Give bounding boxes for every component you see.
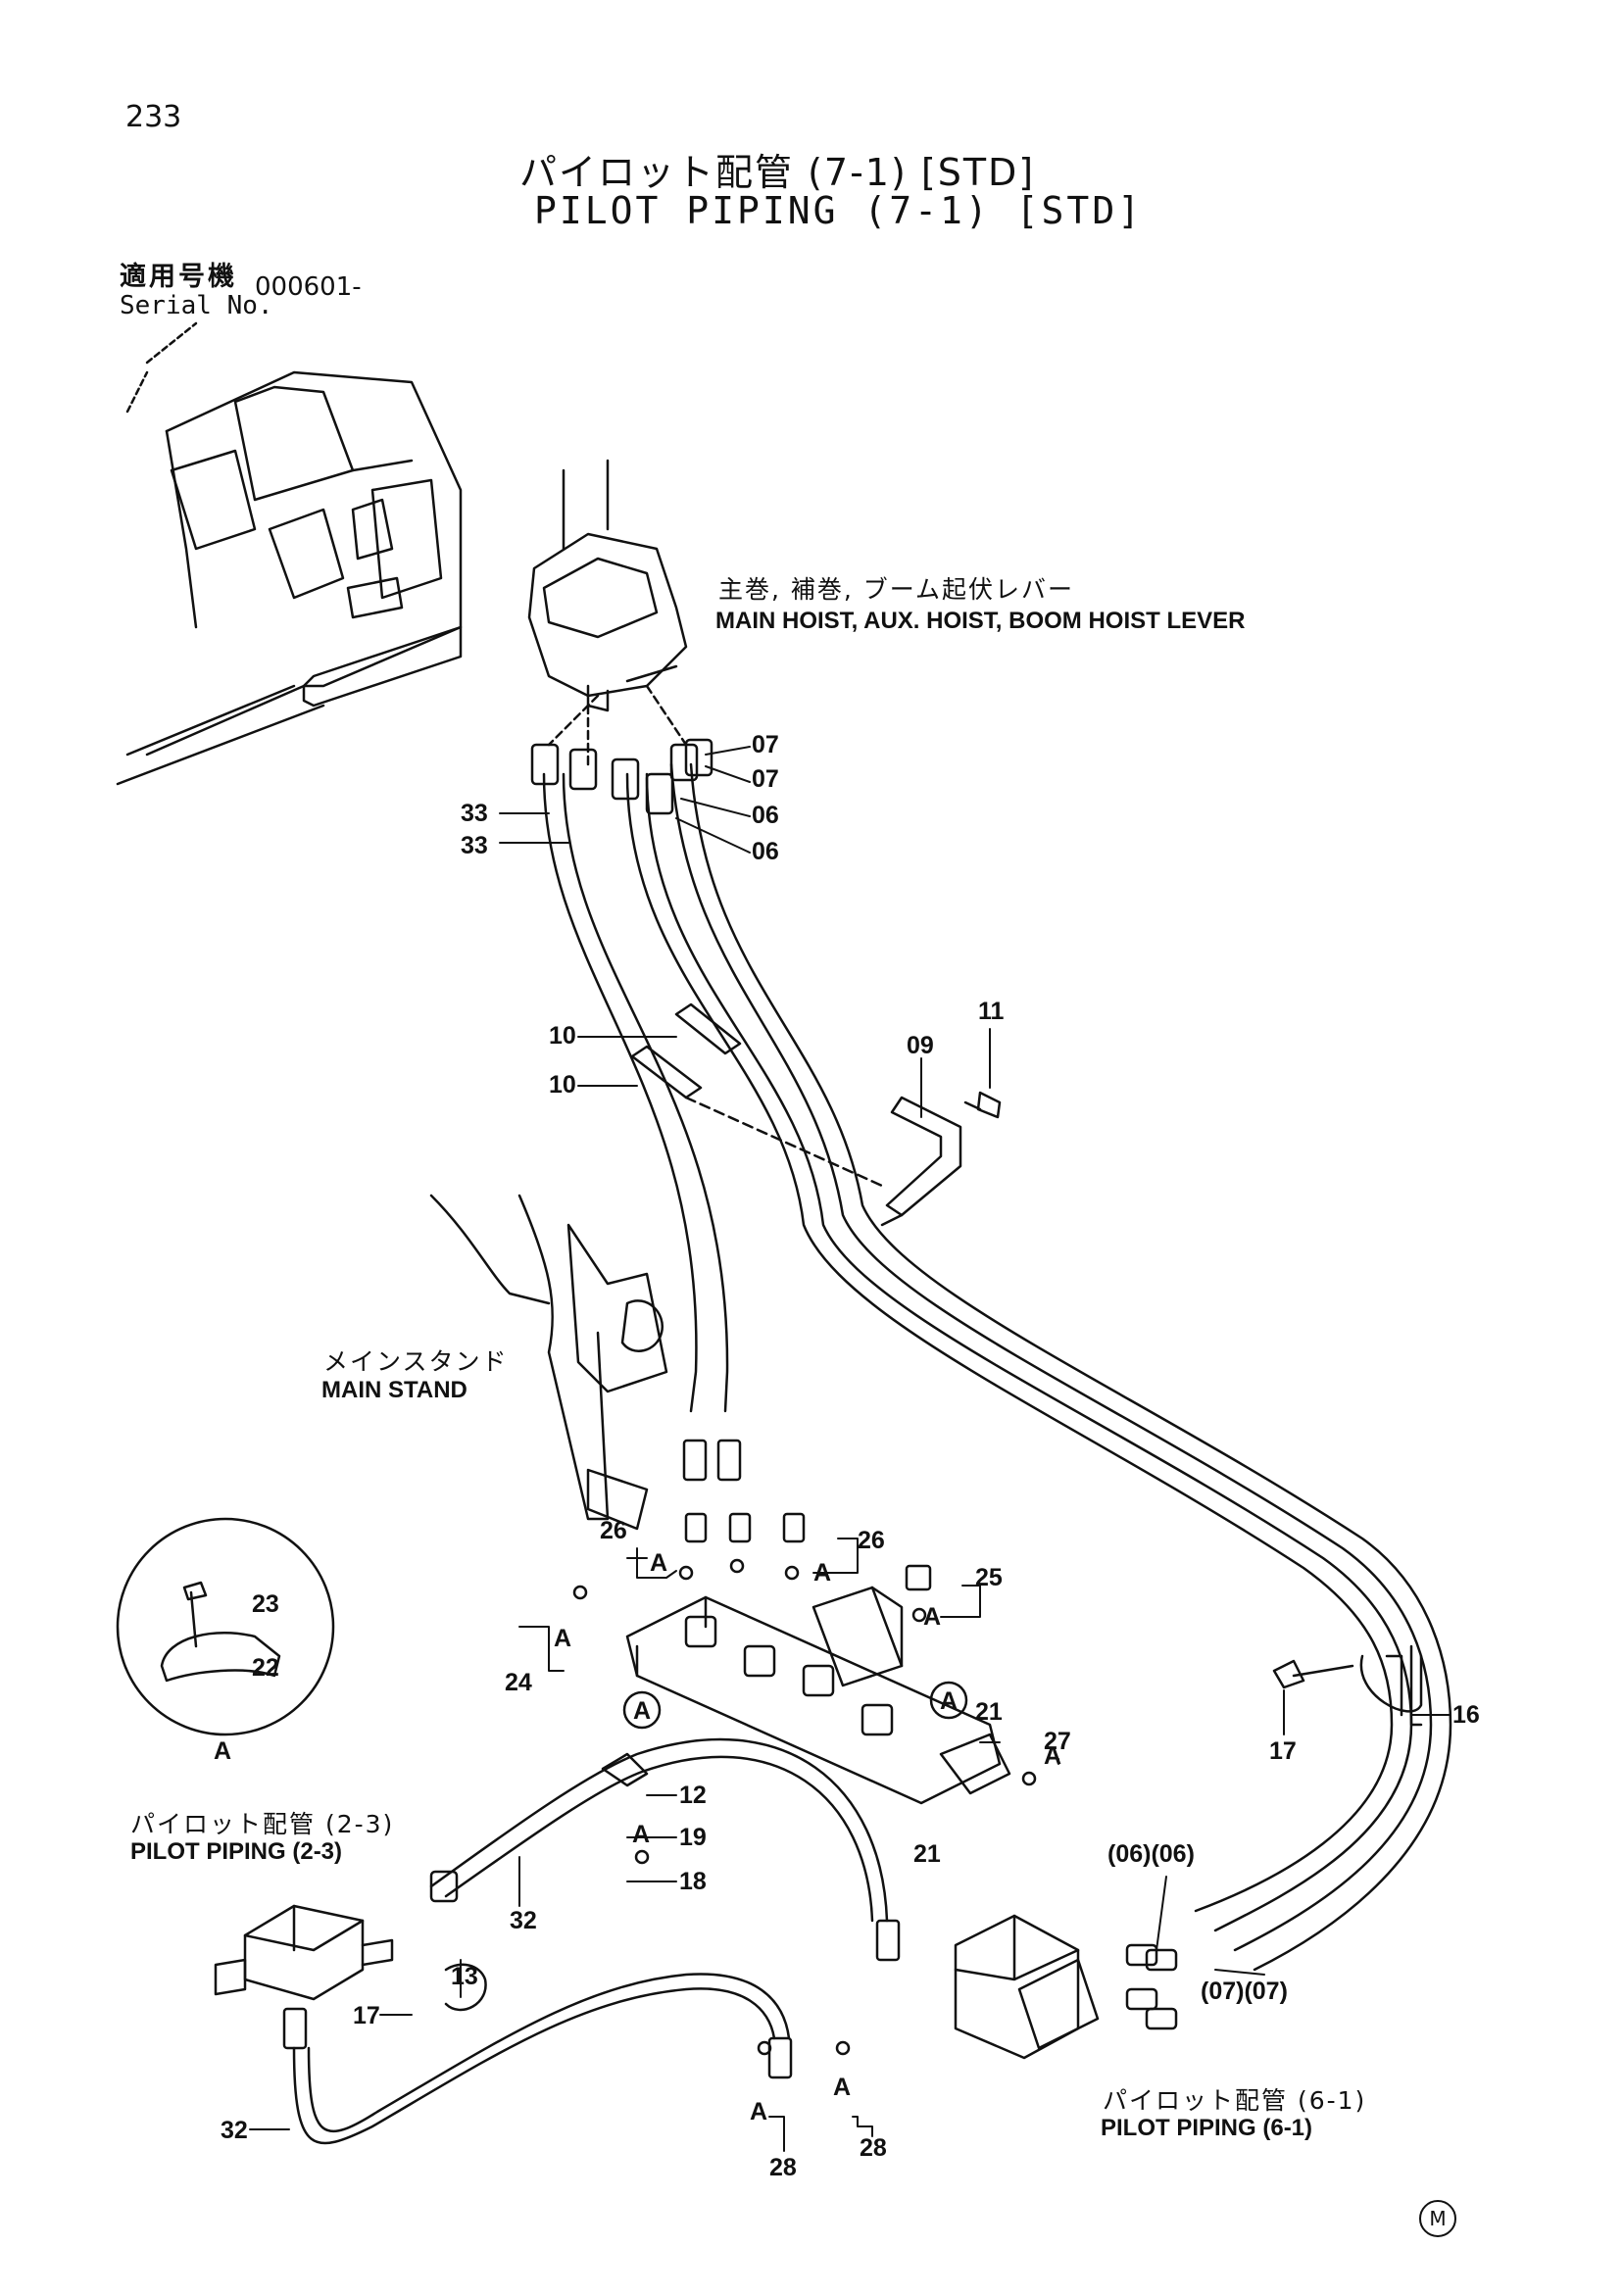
detail-ref-a: A bbox=[214, 1737, 231, 1765]
detail-a-circle bbox=[116, 1517, 335, 1736]
manifold-fittings bbox=[682, 1439, 932, 1591]
top-fittings bbox=[530, 738, 713, 815]
cab-drawing bbox=[116, 321, 463, 786]
detail-ref-a: A bbox=[750, 2098, 767, 2125]
page-title-jp: パイロット配管 (7-1) [STD] bbox=[519, 151, 1036, 194]
bracket-16 bbox=[1272, 1644, 1423, 1727]
stand-note-en: MAIN STAND bbox=[321, 1377, 467, 1403]
part-label: 16 bbox=[1452, 1701, 1480, 1729]
part-label: 06 bbox=[752, 838, 779, 865]
main-stand-drawing bbox=[429, 1194, 668, 1531]
stand-note-jp: メインスタンド bbox=[323, 1347, 509, 1376]
lever-note-jp: 主巻, 補巻, ブーム起伏レバー bbox=[718, 575, 1075, 604]
page-number: 233 bbox=[125, 100, 182, 134]
part-label: 32 bbox=[510, 1907, 537, 1934]
manifold-block bbox=[625, 1586, 1011, 1805]
part-label: 10 bbox=[549, 1022, 576, 1050]
serial-label-jp: 適用号機 bbox=[120, 262, 237, 292]
page-title-en: PILOT PIPING (7-1) [STD] bbox=[534, 189, 1144, 232]
detail-ref-a: A bbox=[554, 1625, 571, 1652]
part-label: 33 bbox=[461, 800, 488, 827]
pilot-valve-6-1 bbox=[954, 1914, 1178, 2060]
serial-value: 000601- bbox=[255, 272, 362, 302]
part-label: (07)(07) bbox=[1201, 1978, 1288, 2005]
part-label: 13 bbox=[451, 1963, 478, 1990]
part-label: 26 bbox=[600, 1517, 627, 1544]
pipes-10 bbox=[630, 1002, 884, 1188]
pilot-piping-6-1-jp: パイロット配管 (6-1) bbox=[1103, 2086, 1367, 2115]
part-label: 12 bbox=[679, 1782, 707, 1809]
part-label: 11 bbox=[978, 998, 1005, 1025]
detail-ref-a: A bbox=[650, 1549, 667, 1577]
part-label: 09 bbox=[907, 1032, 934, 1059]
detail-ref-a: A bbox=[923, 1603, 941, 1631]
bracket-09 bbox=[880, 1091, 1002, 1227]
leader-lines bbox=[249, 746, 1451, 2152]
hose-32 bbox=[292, 1737, 901, 2145]
part-label: 26 bbox=[858, 1527, 885, 1554]
circled-a-left bbox=[622, 1690, 662, 1730]
part-labels: 07 07 06 06 33 33 10 10 11 09 26 26 25 2… bbox=[214, 731, 1480, 2181]
o-rings bbox=[572, 1558, 1037, 2056]
part-label: 23 bbox=[252, 1590, 279, 1618]
pilot-piping-6-1-en: PILOT PIPING (6-1) bbox=[1101, 2115, 1313, 2141]
part-label: 22 bbox=[252, 1654, 279, 1682]
lever-unit-drawing bbox=[527, 459, 688, 766]
manufacturer-mark-icon: M bbox=[1419, 2200, 1456, 2237]
part-label: 17 bbox=[353, 2002, 380, 2029]
detail-ref-a: A bbox=[833, 2074, 851, 2101]
pilot-piping-2-3-en: PILOT PIPING (2-3) bbox=[130, 1838, 343, 1865]
part-label: 07 bbox=[752, 731, 779, 758]
part-label: 32 bbox=[221, 2117, 248, 2144]
part-label: 24 bbox=[505, 1669, 532, 1696]
detail-ref-a: A bbox=[632, 1821, 650, 1848]
part-label: 21 bbox=[975, 1698, 1003, 1726]
detail-ref-a: A bbox=[813, 1559, 831, 1587]
circled-a-right bbox=[929, 1681, 968, 1720]
part-label: 33 bbox=[461, 832, 488, 859]
part-label: 07 bbox=[752, 765, 779, 793]
part-label: 18 bbox=[679, 1868, 707, 1895]
part-label: (06)(06) bbox=[1107, 1840, 1195, 1868]
detail-ref-a: A bbox=[1044, 1742, 1061, 1770]
circled-a-label: A bbox=[940, 1687, 958, 1715]
part-label: 25 bbox=[975, 1564, 1003, 1591]
part-label: 06 bbox=[752, 802, 779, 829]
circled-a-label: A bbox=[633, 1697, 651, 1725]
part-label: 10 bbox=[549, 1071, 576, 1099]
part-label: 19 bbox=[679, 1824, 707, 1851]
hose-bundle bbox=[542, 762, 1452, 1972]
part-label: 28 bbox=[860, 2134, 887, 2162]
part-label: 28 bbox=[769, 2154, 797, 2181]
part-label: 17 bbox=[1269, 1737, 1297, 1765]
serial-label-en: Serial No. bbox=[120, 291, 273, 320]
lever-note-en: MAIN HOIST, AUX. HOIST, BOOM HOIST LEVER bbox=[715, 608, 1246, 634]
part-label: 27 bbox=[1044, 1728, 1071, 1755]
manufacturer-mark-letter: M bbox=[1429, 2207, 1447, 2230]
clamp-12 bbox=[601, 1752, 649, 1787]
pilot-piping-2-3-jp: パイロット配管 (2-3) bbox=[130, 1810, 395, 1838]
part-label: 21 bbox=[913, 1840, 941, 1868]
